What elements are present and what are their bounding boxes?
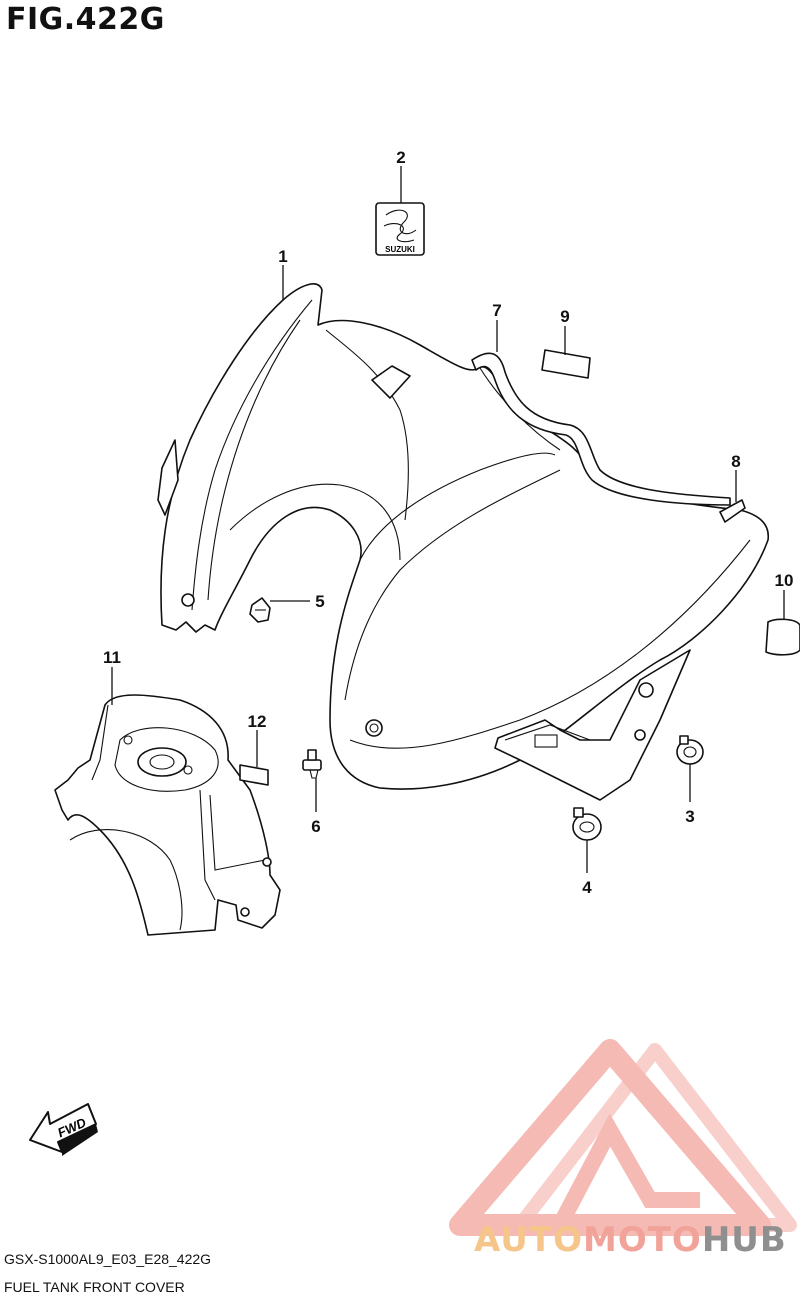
part-8-small-pad[interactable] [719, 499, 746, 523]
part-11-inner-cover[interactable] [54, 694, 281, 936]
emblem-text: SUZUKI [385, 245, 415, 254]
figure-name: FUEL TANK FRONT COVER [4, 1279, 185, 1295]
callout-11: 11 [103, 648, 121, 667]
fwd-arrow-icon: FWD [29, 1103, 98, 1156]
part-3-screw[interactable] [676, 735, 704, 765]
callout-9: 9 [560, 307, 569, 326]
part-10-cap[interactable] [765, 618, 800, 656]
part-12-pad[interactable] [239, 764, 269, 786]
part-2-emblem[interactable]: SUZUKI [375, 202, 425, 256]
callout-3: 3 [685, 807, 694, 826]
part-4-screw[interactable] [572, 807, 602, 841]
watermark-logo [449, 1039, 797, 1236]
callout-6: 6 [311, 817, 320, 836]
watermark-text: AUTOMOTOHUB [474, 1220, 787, 1260]
part-1-front-cover[interactable] [157, 283, 769, 801]
part-5-clip[interactable] [249, 597, 271, 623]
callout-2: 2 [396, 148, 405, 167]
part-7-seal-strip[interactable] [471, 352, 731, 506]
callout-4: 4 [582, 878, 592, 897]
callout-7: 7 [492, 301, 501, 320]
callout-12: 12 [248, 712, 267, 731]
model-code: GSX-S1000AL9_E03_E28_422G [4, 1251, 212, 1267]
callout-5: 5 [315, 592, 324, 611]
callout-10: 10 [775, 571, 794, 590]
figure-title: FIG.422G [6, 2, 165, 37]
callout-8: 8 [731, 452, 740, 471]
callout-1: 1 [278, 247, 287, 266]
part-9-pad[interactable] [541, 349, 591, 379]
part-6-rivet[interactable] [302, 749, 322, 779]
